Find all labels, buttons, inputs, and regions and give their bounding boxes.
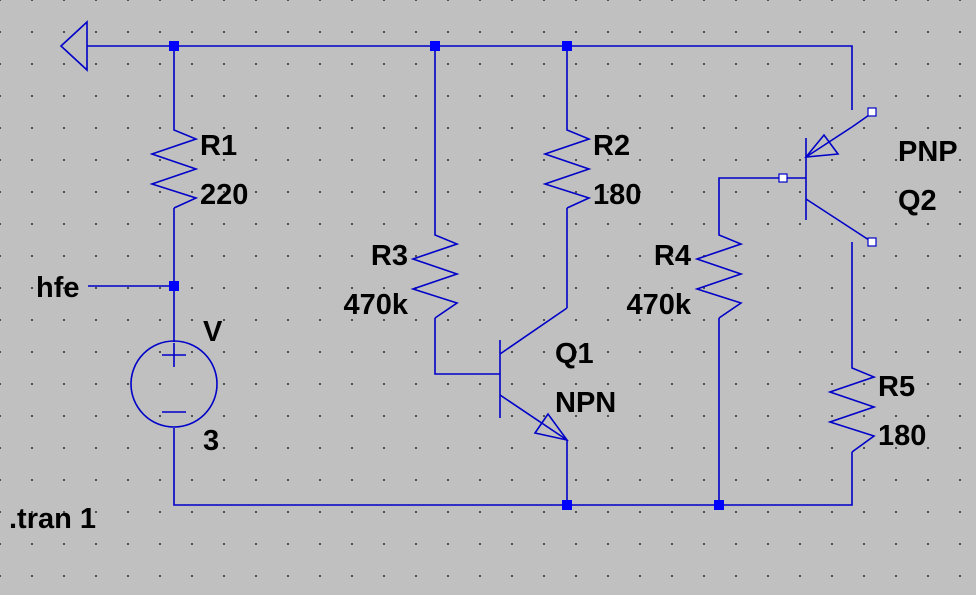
- q2-collector-pin[interactable]: [867, 237, 877, 247]
- hfe-net-label[interactable]: hfe: [36, 272, 80, 304]
- wires[interactable]: [87, 45, 853, 506]
- r4-ref-label: R4: [654, 240, 691, 272]
- r2-value-label: 180: [593, 179, 641, 211]
- ground-symbol[interactable]: [59, 20, 88, 72]
- junction-dot: [169, 41, 179, 51]
- q1-ref-label: Q1: [555, 338, 594, 370]
- q2-ref-label: Q2: [898, 185, 937, 217]
- r3-to-q1-base-wire[interactable]: [434, 318, 500, 375]
- junction-dot: [562, 500, 572, 510]
- resistor-r5-symbol[interactable]: [827, 360, 877, 453]
- q1-model-label: NPN: [555, 387, 616, 419]
- r2-ref-label: R2: [593, 130, 630, 162]
- r4-to-q2-base-wire[interactable]: [718, 177, 783, 227]
- r4-value-label: 470k: [626, 289, 691, 321]
- r3-ref-label: R3: [371, 240, 408, 272]
- r5-ref-label: R5: [878, 371, 915, 403]
- v-ref-label: V: [203, 316, 223, 348]
- q2-emitter-pin[interactable]: [867, 107, 877, 117]
- junction-dot: [714, 500, 724, 510]
- resistor-r1-symbol[interactable]: [149, 122, 199, 209]
- top-rail-wire[interactable]: [87, 45, 853, 110]
- junction-dot: [169, 281, 179, 291]
- r1-ref-label: R1: [200, 130, 237, 162]
- junction-dot: [430, 41, 440, 51]
- pnp-transistor-q2-symbol[interactable]: [778, 107, 877, 247]
- junction-dot: [562, 41, 572, 51]
- tran-directive[interactable]: .tran 1: [9, 503, 96, 535]
- resistor-r2-symbol[interactable]: [542, 122, 592, 209]
- r3-value-label: 470k: [343, 289, 408, 321]
- r1-value-label: 220: [200, 179, 248, 211]
- q2-base-pin[interactable]: [778, 173, 788, 183]
- resistor-r4-symbol[interactable]: [694, 227, 744, 319]
- resistor-r3-symbol[interactable]: [410, 227, 460, 319]
- v-value-label: 3: [203, 425, 219, 457]
- q2-model-label: PNP: [898, 136, 958, 168]
- npn-transistor-q1-symbol[interactable]: [499, 307, 569, 442]
- r5-value-label: 180: [878, 420, 926, 452]
- bottom-rail-wire[interactable]: [173, 428, 853, 506]
- junction-dots: [169, 41, 724, 510]
- voltage-source-symbol[interactable]: [130, 340, 218, 428]
